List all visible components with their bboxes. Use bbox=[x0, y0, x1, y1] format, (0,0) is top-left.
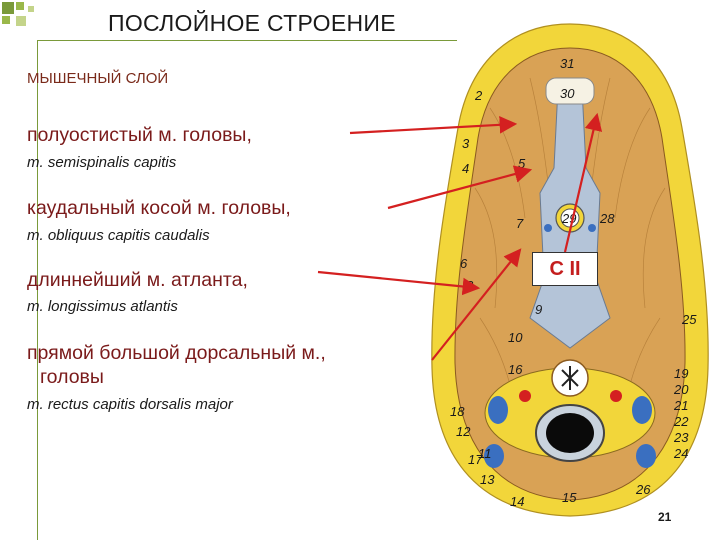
figure-label: 31 bbox=[560, 56, 574, 71]
muscle-latin-2: m. obliquus capitis caudalis bbox=[27, 227, 210, 244]
muscle-term-1: полуостистый м. головы, bbox=[27, 124, 252, 146]
arrow-obliquus bbox=[387, 165, 533, 210]
figure-label: 12 bbox=[456, 424, 471, 439]
figure-label: 7 bbox=[516, 216, 524, 231]
figure-label: 11 bbox=[478, 446, 492, 461]
figure-label: 30 bbox=[560, 86, 575, 101]
vertebra-label-box: С II bbox=[532, 252, 598, 286]
muscle-term-3: длиннейший м. атланта, bbox=[27, 269, 248, 291]
figure-label: 13 bbox=[480, 472, 495, 487]
figure-label: 18 bbox=[450, 404, 465, 419]
figure-label: 21 bbox=[673, 398, 688, 413]
muscle-latin-1: m. semispinalis capitis bbox=[27, 154, 177, 171]
divider-horizontal bbox=[37, 40, 457, 41]
slide-title: ПОСЛОЙНОЕ СТРОЕНИЕ bbox=[108, 10, 396, 36]
figure-label: 20 bbox=[673, 382, 689, 397]
figure-label: 3 bbox=[462, 136, 470, 151]
figure-label: 26 bbox=[635, 482, 651, 497]
figure-label: 28 bbox=[599, 211, 615, 226]
figure-label: 4 bbox=[462, 161, 469, 176]
muscle-term-4-cont: головы bbox=[40, 366, 104, 388]
figure-label: 15 bbox=[562, 490, 577, 505]
muscle-term-4: прямой большой дорсальный м., bbox=[27, 342, 326, 364]
figure-label: 19 bbox=[674, 366, 688, 381]
figure-label: 24 bbox=[673, 446, 688, 461]
figure-label: 22 bbox=[673, 414, 689, 429]
figure-label: 25 bbox=[681, 312, 697, 327]
figure-label: 14 bbox=[510, 494, 524, 509]
figure-label: 9 bbox=[535, 302, 542, 317]
arrow-cii bbox=[563, 112, 603, 253]
divider-vertical bbox=[37, 40, 38, 540]
figure-label: 6 bbox=[460, 256, 468, 271]
section-heading: МЫШЕЧНЫЙ СЛОЙ bbox=[27, 70, 169, 87]
figure-label: 17 bbox=[468, 452, 483, 467]
arrow-rectus bbox=[431, 248, 522, 361]
figure-label: 5 bbox=[518, 156, 526, 171]
page-number: 21 bbox=[658, 510, 672, 524]
figure-label: 16 bbox=[508, 362, 523, 377]
arrow-longissimus bbox=[317, 270, 481, 296]
muscle-latin-3: m. longissimus atlantis bbox=[27, 298, 178, 315]
muscle-term-2: каудальный косой м. головы, bbox=[27, 197, 291, 219]
muscle-latin-4: m. rectus capitis dorsalis major bbox=[27, 396, 233, 413]
figure-label: 10 bbox=[508, 330, 523, 345]
figure-label: 23 bbox=[673, 430, 689, 445]
corner-decoration bbox=[0, 0, 40, 40]
figure-label: 2 bbox=[474, 88, 483, 103]
arrow-semispinalis bbox=[349, 116, 518, 135]
